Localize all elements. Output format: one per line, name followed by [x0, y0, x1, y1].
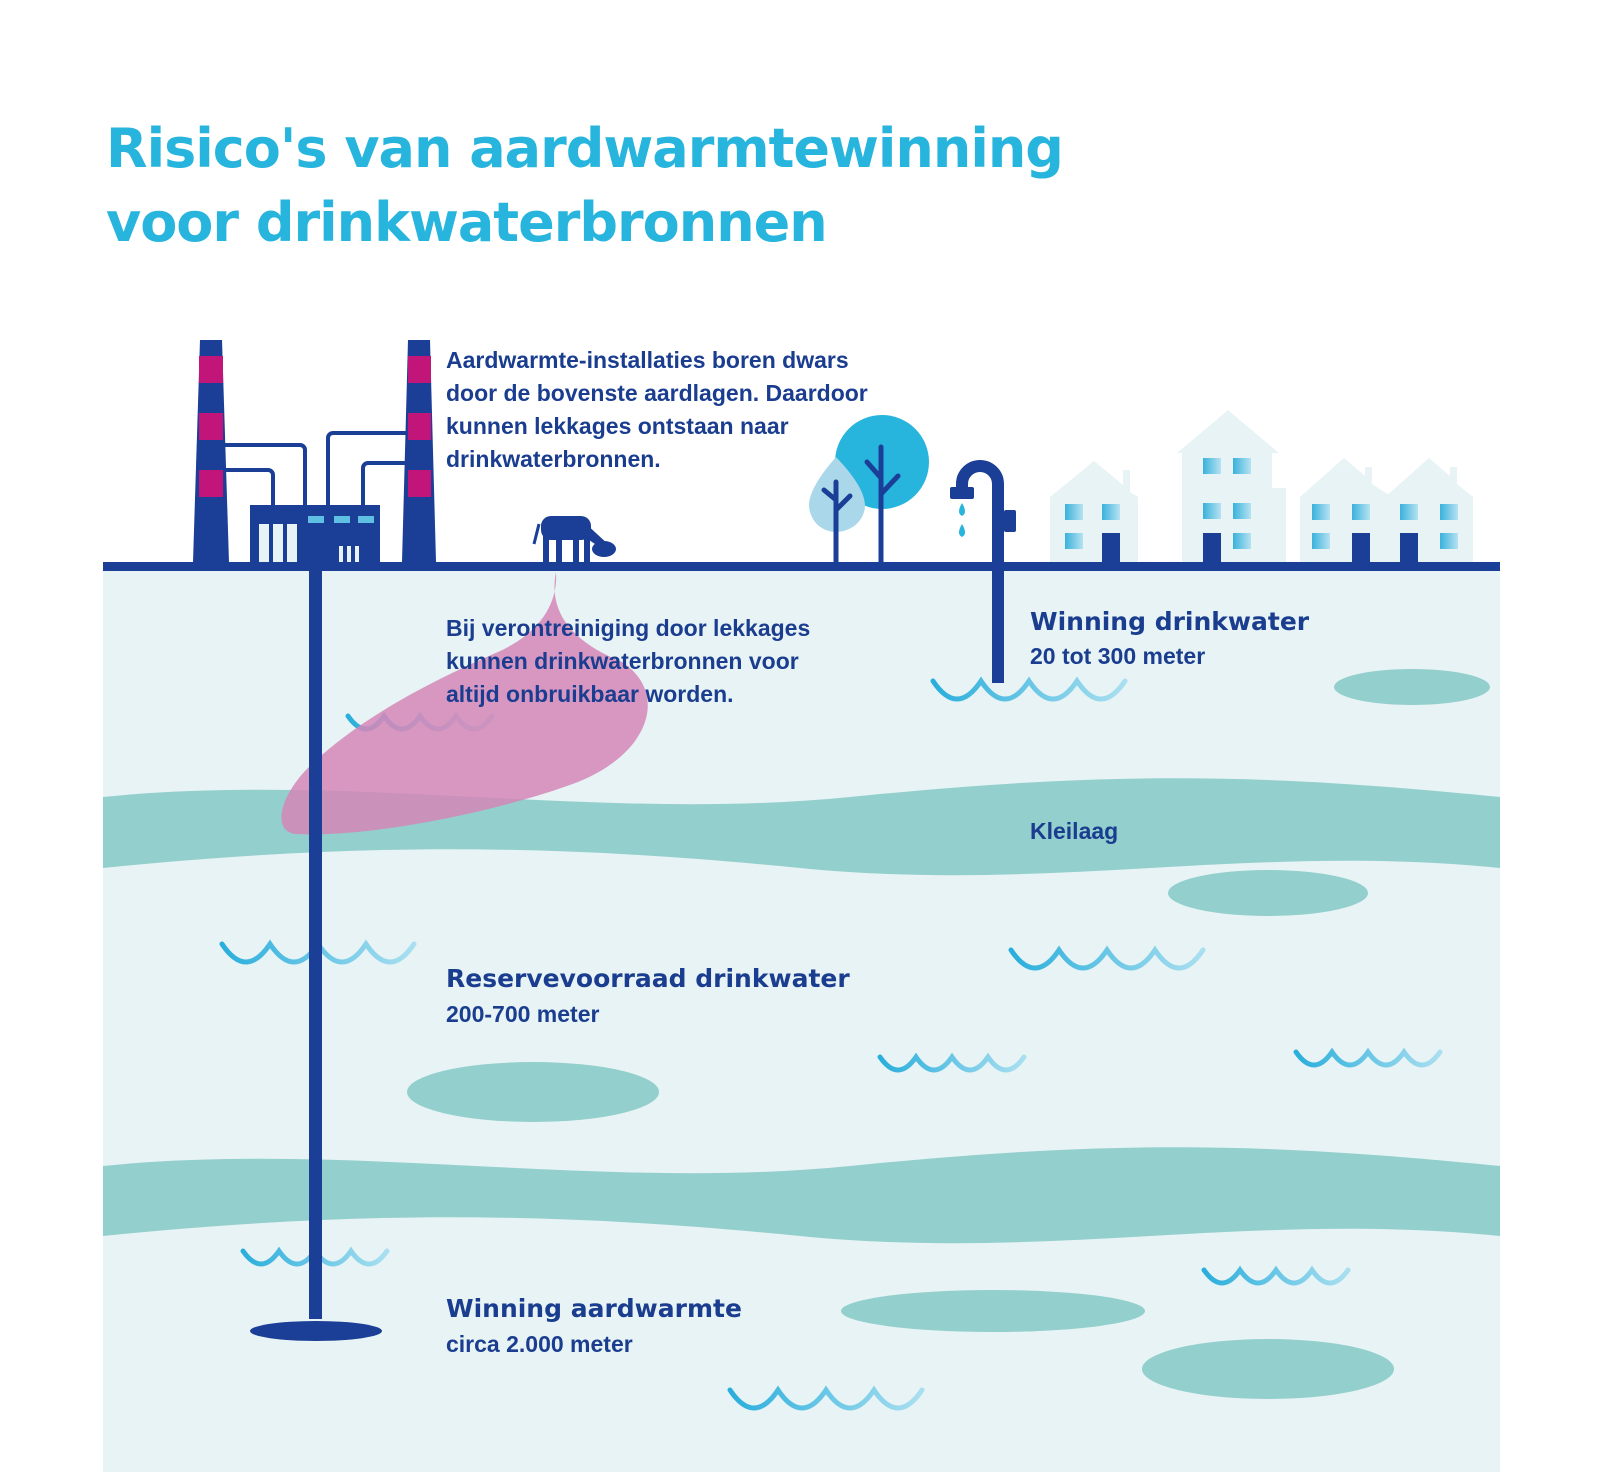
geothermal-plant-building — [250, 505, 380, 562]
installation-note-line: door de bovenste aardlagen. Daardoor — [446, 380, 868, 406]
clay-lens — [841, 1290, 1145, 1332]
contamination-plume — [281, 572, 648, 835]
reserve-heading: Reservevoorraad drinkwater — [446, 964, 850, 993]
water-wave — [930, 676, 1128, 702]
house-icon — [1385, 458, 1473, 562]
reserve-depth: 200-700 meter — [446, 1001, 600, 1027]
pipe-connector — [361, 461, 408, 505]
contamination-note-line: Bij verontreiniging door lekkages — [446, 615, 811, 641]
drinking-water-depth: 20 tot 300 meter — [1030, 643, 1206, 669]
tree-large-icon — [835, 415, 929, 565]
water-wave — [727, 1385, 925, 1411]
pipe-connector — [326, 431, 408, 505]
water-wave — [1293, 1047, 1443, 1068]
page-title: Risico's van aardwarmtewinning voor drin… — [106, 112, 1064, 260]
contamination-note-line: kunnen drinkwaterbronnen voor — [446, 648, 799, 674]
water-wave — [877, 1052, 1027, 1073]
page-title-line: voor drinkwaterbronnen — [106, 191, 828, 254]
installation-note-line: drinkwaterbronnen. — [446, 446, 661, 472]
installation-note-line: kunnen lekkages ontstaan naar — [446, 413, 789, 439]
clay-lens — [1168, 870, 1368, 916]
water-wave — [1008, 945, 1206, 971]
clay-lens — [1334, 669, 1490, 705]
contamination-note-line: altijd onbruikbaar worden. — [446, 681, 734, 707]
geothermal-heading: Winning aardwarmte — [446, 1294, 742, 1323]
ground-surface-line — [103, 562, 1500, 571]
house-icon — [1300, 458, 1392, 562]
tree-small-icon — [809, 457, 865, 565]
clay-lens — [1142, 1339, 1394, 1399]
clay-layer-label: Kleilaag — [1030, 818, 1119, 844]
contamination-note: Bij verontreiniging door lekkages kunnen… — [446, 612, 810, 711]
installation-note-line: Aardwarmte-installaties boren dwars — [446, 347, 849, 373]
page-title-line: Risico's van aardwarmtewinning — [106, 117, 1064, 180]
geothermal-depth: circa 2.000 meter — [446, 1331, 633, 1357]
chimney-right — [402, 340, 436, 562]
geothermal-reservoir-disc — [250, 1321, 382, 1341]
installation-note: Aardwarmte-installaties boren dwars door… — [446, 344, 868, 476]
clay-lens — [407, 1062, 659, 1122]
clay-layer-lower — [103, 1147, 1500, 1244]
ground-background — [103, 567, 1500, 1472]
drinking-water-heading: Winning drinkwater — [1030, 607, 1310, 636]
geothermal-pipe — [309, 562, 322, 1319]
cow-icon — [532, 516, 616, 563]
house-icon — [1177, 410, 1286, 562]
pipe-connector — [223, 443, 307, 505]
water-tap-icon — [950, 460, 1016, 683]
pipe-connector — [223, 468, 275, 505]
water-wave — [1201, 1265, 1351, 1286]
chimney-left — [193, 340, 229, 562]
house-icon — [1050, 461, 1138, 562]
